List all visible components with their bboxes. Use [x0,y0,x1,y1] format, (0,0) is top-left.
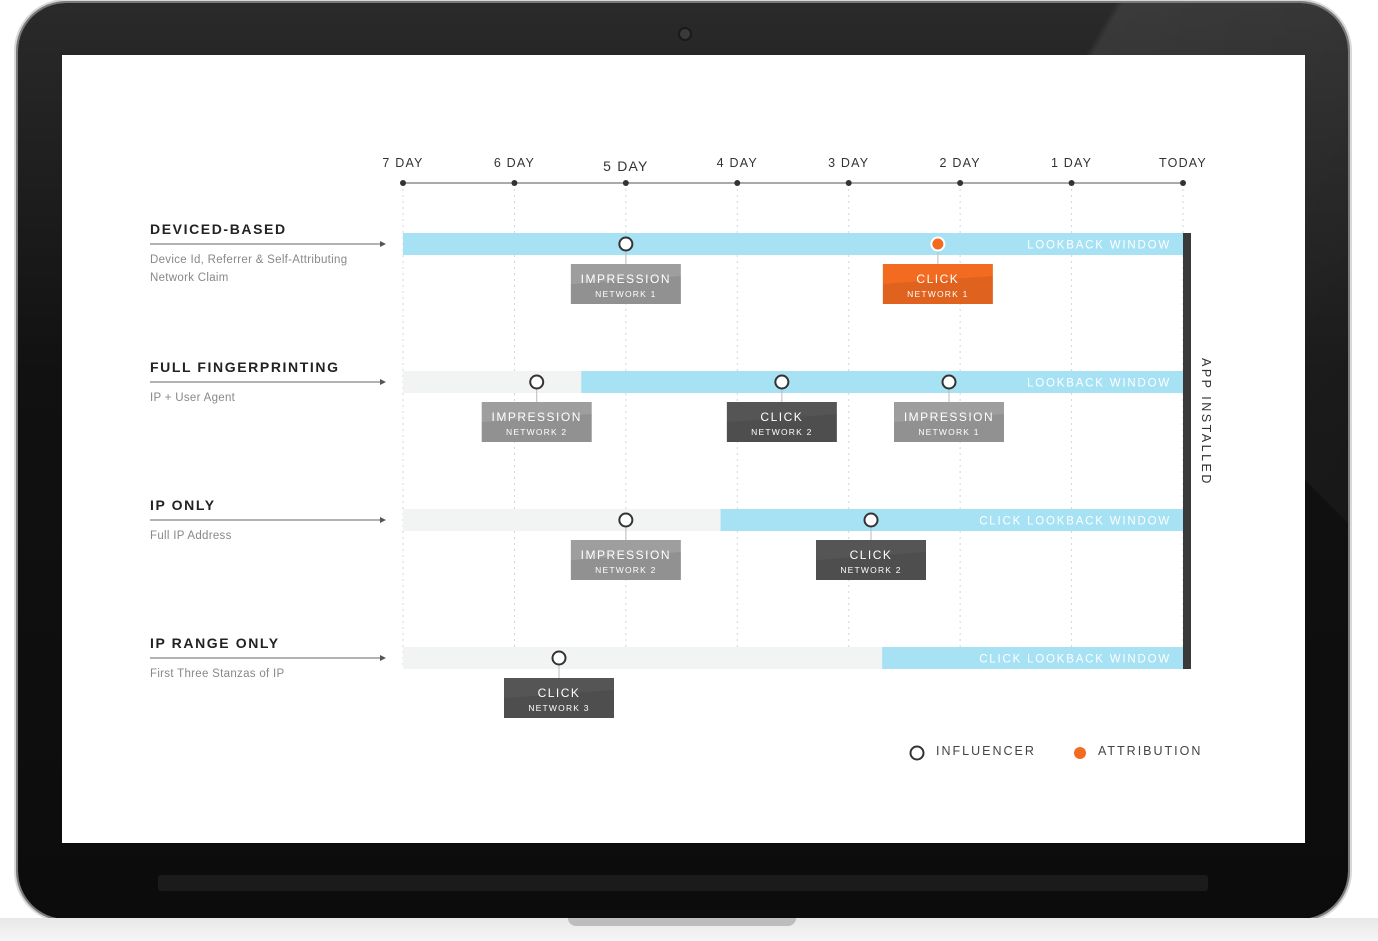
event-label-1-1: CLICK [760,410,803,424]
bezel-bottom-bar [158,875,1208,891]
camera-icon [680,29,690,39]
legend-attribution: ATTRIBUTION [1098,744,1203,758]
influencer-marker-1-0 [529,374,545,390]
row-track-2 [403,509,1183,531]
lookback-window-label-2: CLICK LOOKBACK WINDOW [979,516,1171,528]
influencer-legend-icon [909,745,925,761]
event-box-1-0 [481,402,592,442]
day-tick-2 [622,180,629,186]
lookback-window-2 [720,509,1183,531]
row-subtitle-ip-only: Full IP Address [150,530,232,542]
row-arrow-icon-1 [380,379,386,385]
day-label-4: 3 DAY [828,156,869,170]
day-tick-1 [511,180,518,186]
day-label-0: 7 DAY [382,156,423,170]
event-label-1-0: IMPRESSION [492,410,582,424]
day-tick-4 [845,180,852,186]
day-tick-3 [734,180,741,186]
legend-influencer: INFLUENCER [936,744,1036,758]
row-title-ip-range-only: IP RANGE ONLY [150,635,280,651]
day-label-2: 5 DAY [603,158,648,174]
day-tick-0 [400,180,406,186]
event-network-0-1: NETWORK 1 [907,289,968,299]
laptop-notch [568,918,796,926]
event-network-2-1: NETWORK 2 [840,565,901,575]
day-tick-7 [1180,180,1186,186]
event-network-3-0: NETWORK 3 [528,703,589,713]
row-track-1 [403,371,1183,393]
event-box-1-1 [726,402,837,442]
attribution-marker-0-1 [930,236,946,252]
influencer-marker-0-0 [618,236,634,252]
event-box-shade-1-1 [726,414,837,442]
event-label-2-0: IMPRESSION [581,548,671,562]
event-box-shade-3-0 [504,690,614,718]
day-label-3: 4 DAY [717,156,758,170]
event-label-0-1: CLICK [916,272,959,286]
lookback-window-label-0: LOOKBACK WINDOW [1027,240,1171,252]
attribution-legend-icon [1074,747,1086,759]
event-label-1-2: IMPRESSION [904,410,994,424]
event-box-shade-1-2 [894,414,1004,442]
event-box-0-1 [882,264,993,304]
app-installed-bar [1183,233,1191,669]
event-box-2-1 [816,540,926,580]
event-network-1-2: NETWORK 1 [918,427,979,437]
row-title-device-based: DEVICED-BASED [150,221,287,237]
row-title-ip-only: IP ONLY [150,497,216,513]
event-box-3-0 [504,678,614,718]
event-box-shade-2-1 [816,552,926,580]
event-box-shade-1-0 [481,414,592,442]
row-arrow-icon-2 [380,517,386,523]
row-arrow-icon-3 [380,655,386,661]
lookback-window-label-3: CLICK LOOKBACK WINDOW [979,654,1171,666]
event-network-2-0: NETWORK 2 [595,565,656,575]
laptop-screen: DEVICED-BASED Device Id, Referrer & Self… [62,55,1305,843]
influencer-marker-1-2 [941,374,957,390]
event-box-shade-2-0 [570,552,681,580]
lookback-window-3 [882,647,1183,669]
row-track-3 [403,647,1183,669]
event-network-1-1: NETWORK 2 [751,427,812,437]
row-subtitle-full-fingerprinting: IP + User Agent [150,392,236,404]
day-label-7: TODAY [1159,156,1207,170]
event-label-3-0: CLICK [538,686,581,700]
day-label-6: 1 DAY [1051,156,1092,170]
lookback-window-0 [403,233,1183,255]
day-tick-5 [957,180,964,186]
influencer-marker-3-0 [551,650,567,666]
event-box-shade-0-1 [882,276,993,304]
influencer-marker-2-1 [863,512,879,528]
laptop-base [0,918,1378,941]
event-network-0-0: NETWORK 1 [595,289,656,299]
influencer-marker-2-0 [618,512,634,528]
timeline-diagram: 7 DAY 6 DAY 5 DAY 4 DAY 3 DAY 2 DAY 1 DAY TODAY… [150,156,1213,718]
row-subtitle-device-based: Device Id, Referrer & Self-Attributing N… [150,254,348,284]
day-label-5: 2 DAY [940,156,981,170]
app-installed-label: APP INSTALLED [1199,358,1213,486]
lookback-window-1 [581,371,1183,393]
event-label-2-1: CLICK [850,548,893,562]
row-arrow-icon-0 [380,241,386,247]
event-network-1-0: NETWORK 2 [506,427,567,437]
row-track-0 [403,233,1183,255]
row-title-full-fingerprinting: FULL FINGERPRINTING [150,359,340,375]
event-box-2-0 [570,540,681,580]
row-subtitle-ip-range-only: First Three Stanzas of IP [150,668,285,680]
day-label-1: 6 DAY [494,156,535,170]
event-label-0-0: IMPRESSION [581,272,671,286]
event-box-shade-0-0 [570,276,681,304]
lookback-window-label-1: LOOKBACK WINDOW [1027,378,1171,390]
day-tick-6 [1068,180,1075,186]
influencer-marker-1-1 [774,374,790,390]
event-box-0-0 [570,264,681,304]
event-box-1-2 [894,402,1004,442]
